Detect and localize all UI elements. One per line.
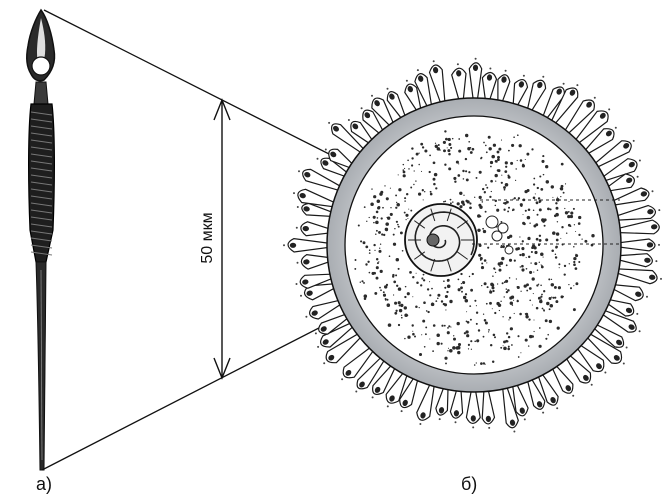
sperm-cell	[27, 10, 55, 470]
sperm-neck	[34, 82, 48, 104]
scale-bar	[214, 100, 230, 378]
scale-label: 50 мкм	[199, 212, 216, 263]
nucleus	[405, 204, 477, 276]
oocyte	[283, 58, 662, 433]
panel-a-label: а)	[36, 474, 52, 494]
panel-b-label: б)	[461, 474, 477, 494]
